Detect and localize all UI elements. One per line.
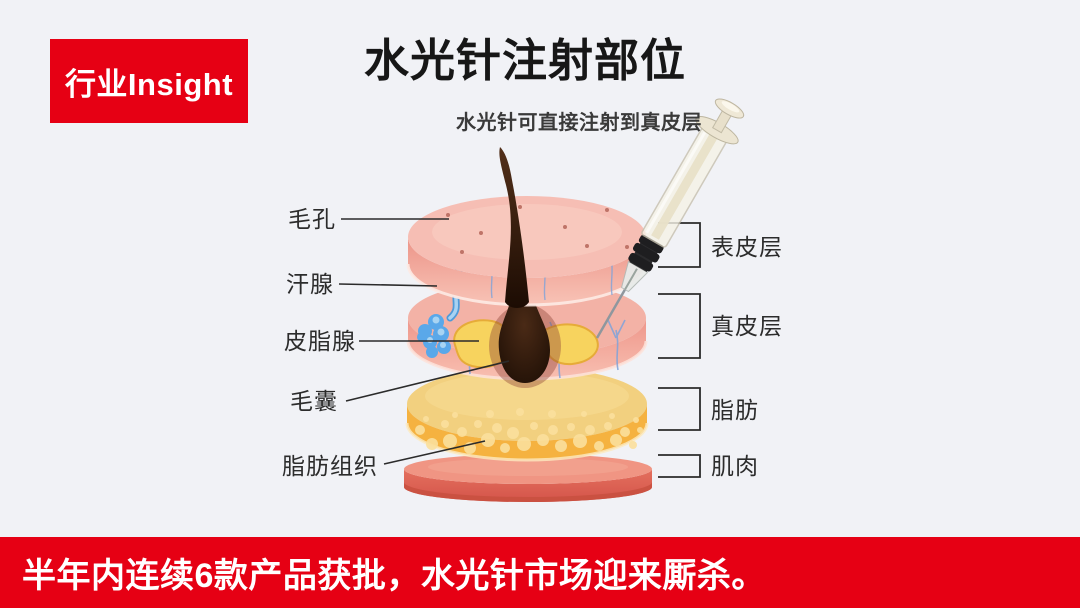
- syringe-illustration: [595, 98, 745, 339]
- label-sebaceous-gland: 皮脂腺: [284, 328, 356, 354]
- label-muscle: 肌肉: [711, 453, 759, 479]
- label-dermis: 真皮层: [711, 313, 783, 339]
- label-fat: 脂肪: [711, 397, 759, 423]
- leader-lines: [338, 218, 510, 465]
- fat-bubbles: [415, 408, 643, 454]
- label-pore: 毛孔: [288, 206, 336, 232]
- page-title: 水光针注射部位: [363, 35, 686, 86]
- label-sweat-gland: 汗腺: [286, 271, 334, 297]
- industry-insight-badge: 行业Insight: [50, 39, 248, 123]
- layer-brackets: [658, 222, 701, 478]
- fat-layer-illustration: [405, 367, 649, 462]
- epidermis-layer-illustration: [406, 196, 648, 307]
- label-hair-follicle: 毛囊: [290, 388, 338, 414]
- sebaceous-gland-illustration: [453, 319, 599, 369]
- muscle-layer-illustration: [404, 454, 652, 502]
- hair-shaft-illustration: [499, 147, 529, 308]
- pore-dots: [446, 205, 629, 254]
- footer-banner: 半年内连续6款产品获批，水光针市场迎来厮杀。: [0, 537, 1080, 608]
- label-fat-tissue: 脂肪组织: [282, 453, 378, 479]
- label-epidermis: 表皮层: [711, 234, 783, 260]
- hair-follicle-illustration: [489, 286, 561, 388]
- footer-text: 半年内连续6款产品获批，水光针市场迎来厮杀。: [22, 557, 766, 595]
- badge-label: 行业Insight: [64, 66, 234, 102]
- annotation-note: 水光针可直接注射到真皮层: [456, 112, 702, 134]
